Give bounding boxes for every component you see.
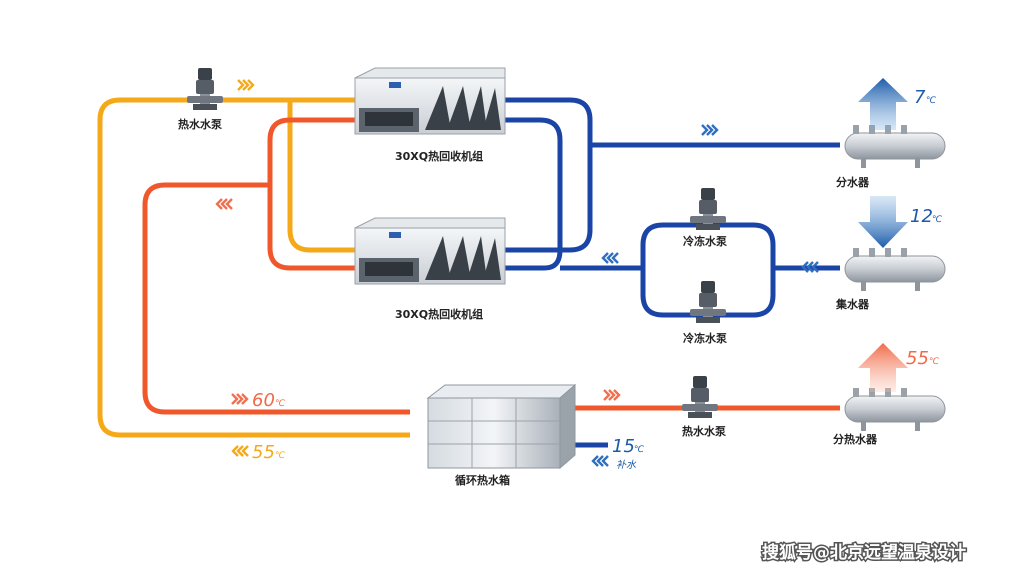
- pump-top-label: 热水水泵: [178, 117, 222, 131]
- hot-water-pump-bottom: [682, 376, 718, 418]
- tank-label: 循环热水箱: [455, 473, 510, 487]
- makeup-label: 补水: [616, 459, 637, 471]
- svg-text:℃: ℃: [275, 399, 286, 409]
- svg-text:55: 55: [252, 442, 275, 463]
- arrow-up-icon: [858, 343, 908, 392]
- hot-pump-label: 热水水泵: [682, 424, 726, 438]
- return-header-label: 集水器: [835, 297, 870, 311]
- svg-text:60: 60: [252, 390, 275, 411]
- chiller-top-label: 30XQ热回收机组: [395, 149, 483, 163]
- chill-pump-bottom-label: 冷冻水泵: [683, 331, 727, 345]
- chiller-top: [354, 67, 506, 135]
- temp-makeup: 15 ℃: [612, 436, 645, 457]
- arrow-down-icon: [858, 196, 908, 248]
- chiller-bottom-label: 30XQ热回收机组: [395, 307, 483, 321]
- warm-loop-pipe: [97, 97, 410, 438]
- hot-header-label: 分热水器: [833, 432, 878, 446]
- supply-header-label: 分水器: [836, 175, 870, 189]
- svg-text:℃: ℃: [634, 445, 645, 455]
- return-header: [844, 247, 946, 292]
- svg-text:℃: ℃: [275, 451, 286, 461]
- double-chevron-icon: [230, 392, 249, 406]
- hot-loop-pipe: [142, 182, 410, 415]
- hot-riser-pipe: [267, 117, 355, 271]
- temp-loop-55: 55 ℃: [252, 442, 286, 463]
- double-chevron-icon: [236, 78, 255, 92]
- chill-pump-top-label: 冷冻水泵: [683, 234, 727, 248]
- double-chevron-icon: [231, 444, 250, 458]
- watermark: 搜狐号@北京远望温泉设计: [762, 542, 966, 563]
- temp-loop-60: 60 ℃: [252, 390, 286, 411]
- svg-text:℃: ℃: [926, 96, 937, 106]
- svg-text:℃: ℃: [932, 215, 943, 225]
- svg-text:7: 7: [914, 87, 926, 108]
- svg-text:15: 15: [612, 436, 635, 457]
- temp-return: 12 ℃: [910, 206, 943, 227]
- svg-text:℃: ℃: [929, 357, 940, 367]
- double-chevron-icon: [601, 251, 620, 265]
- chill-pump-loop: [640, 222, 776, 318]
- chilled-supply-pipe: [505, 97, 840, 148]
- double-chevron-icon: [591, 454, 610, 468]
- chiller-bottom: [354, 217, 506, 285]
- double-chevron-icon: [215, 197, 234, 211]
- chilled-cross-pipe: [505, 117, 563, 271]
- svg-text:12: 12: [910, 206, 933, 227]
- double-chevron-icon: [700, 123, 719, 137]
- temp-supply: 7 ℃: [914, 87, 937, 108]
- warm-branch-pipe: [287, 100, 355, 253]
- svg-text:55: 55: [906, 348, 929, 369]
- arrow-up-icon: [858, 78, 908, 130]
- chilled-supply-link: [505, 145, 593, 253]
- circulation-tank: [426, 383, 577, 470]
- hot-header: [844, 387, 946, 432]
- double-chevron-icon: [602, 388, 621, 402]
- hot-water-pump-top: [187, 68, 223, 110]
- temp-hot-out: 55 ℃: [906, 348, 940, 369]
- supply-header: [844, 124, 946, 169]
